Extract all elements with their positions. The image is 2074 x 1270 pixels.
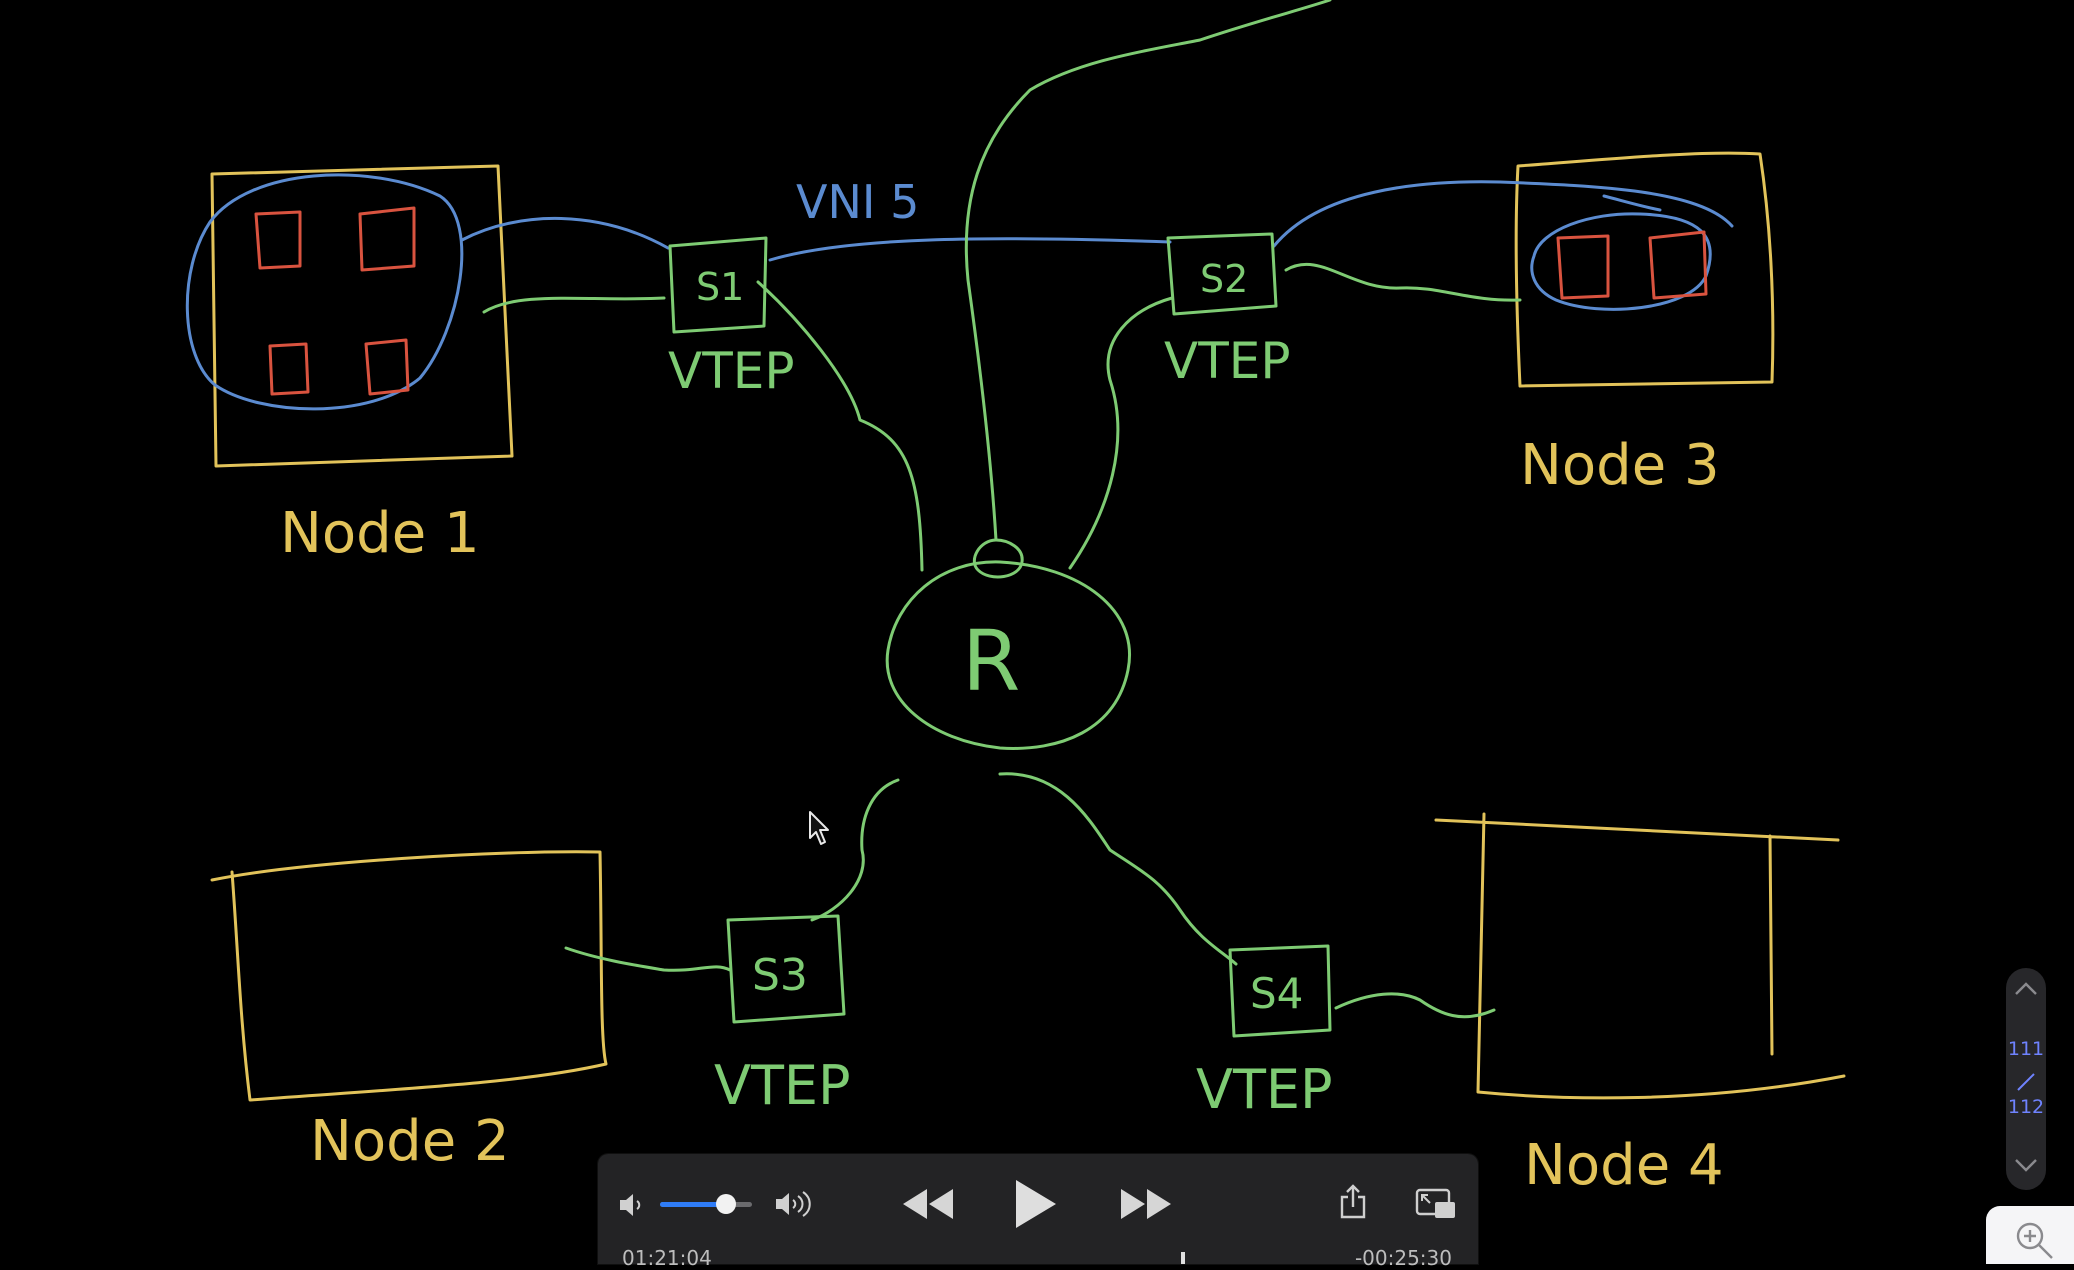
router-uplink-loop <box>972 538 1024 579</box>
vtep-label-s4: VTEP <box>1196 1058 1333 1121</box>
picture-in-picture-button[interactable] <box>1414 1184 1458 1224</box>
play-icon <box>1016 1180 1056 1228</box>
elapsed-time: 01:21:04 <box>622 1246 712 1270</box>
picture-in-picture-icon <box>1415 1188 1455 1218</box>
vm-box <box>254 210 302 270</box>
router-circle <box>885 560 1131 750</box>
router-label: R <box>962 612 1020 710</box>
node-4-box <box>1434 812 1846 1100</box>
node-3-label: Node 3 <box>1520 433 1720 498</box>
max-volume-button[interactable] <box>772 1186 818 1222</box>
mute-button[interactable] <box>616 1188 646 1222</box>
switch-s3 <box>726 914 846 1024</box>
vm-box <box>268 342 310 396</box>
zoom-button[interactable] <box>1986 1206 2074 1264</box>
switch-s3-label: S3 <box>752 950 808 1001</box>
node-1-label: Node 1 <box>280 501 480 566</box>
switch-s4-label: S4 <box>1250 969 1303 1018</box>
play-button[interactable] <box>1010 1176 1060 1232</box>
switch-s2 <box>1166 232 1278 316</box>
vm-box <box>364 338 410 396</box>
node-1-vxlan-ellipse <box>185 173 464 411</box>
switch-box <box>668 236 768 334</box>
vni-label: VNI 5 <box>796 175 919 229</box>
speaker-low-icon <box>620 1194 641 1216</box>
chevron-up-icon <box>2015 982 2037 995</box>
switch-box <box>1228 944 1332 1038</box>
node-1-box <box>210 164 514 468</box>
scrubber-playhead[interactable] <box>1181 1252 1185 1264</box>
remaining-time: -00:25:30 <box>1354 1246 1452 1270</box>
zoom-in-icon <box>2016 1222 2053 1259</box>
chevron-down-icon <box>2015 1159 2037 1172</box>
switch-box <box>726 914 846 1024</box>
current-page-number: 111 <box>2007 1038 2045 1060</box>
switch-s1 <box>668 236 768 334</box>
fast-forward-button[interactable] <box>1118 1184 1174 1224</box>
rewind-button[interactable] <box>900 1184 956 1224</box>
node-3-box <box>1514 151 1775 388</box>
volume-slider[interactable] <box>598 1154 798 1254</box>
next-page-button[interactable] <box>2006 1150 2046 1180</box>
node-2-label: Node 2 <box>310 1109 510 1174</box>
fast-forward-icon <box>1121 1189 1171 1219</box>
switch-s2-label: S2 <box>1200 257 1248 301</box>
physical-links <box>482 0 1522 1019</box>
rewind-icon <box>903 1189 953 1219</box>
node-1 <box>185 164 514 468</box>
vtep-label-s1: VTEP <box>668 342 795 400</box>
total-page-number: 112 <box>2007 1096 2045 1118</box>
volume-track <box>660 1194 752 1214</box>
volume-fill <box>660 1202 727 1207</box>
vm-box <box>358 206 416 272</box>
share-icon <box>1340 1184 1366 1219</box>
node-4 <box>1434 812 1846 1100</box>
page-navigator: 111 112 <box>2006 968 2046 1190</box>
page-separator <box>2017 1073 2035 1091</box>
node-1-vms <box>254 206 416 396</box>
vxlan-links <box>460 180 1734 262</box>
vm-box <box>1556 234 1610 300</box>
node-4-label: Node 4 <box>1524 1133 1724 1198</box>
switch-s4 <box>1228 944 1332 1038</box>
video-player-controls: 01:21:04 -00:25:30 <box>598 1154 1478 1270</box>
switch-s1-label: S1 <box>696 265 744 309</box>
mouse-cursor-icon <box>809 811 829 845</box>
switch-box <box>1166 232 1278 316</box>
vtep-label-s2: VTEP <box>1164 332 1291 390</box>
vm-box <box>1648 230 1708 300</box>
node-2-box <box>210 850 608 1102</box>
speaker-high-icon <box>776 1191 811 1217</box>
node-3 <box>1514 151 1775 388</box>
previous-page-button[interactable] <box>2006 974 2046 1004</box>
volume-knob[interactable] <box>716 1194 737 1214</box>
node-3-vms <box>1556 230 1708 300</box>
vtep-label-s3: VTEP <box>714 1054 851 1117</box>
share-button[interactable] <box>1336 1182 1370 1222</box>
